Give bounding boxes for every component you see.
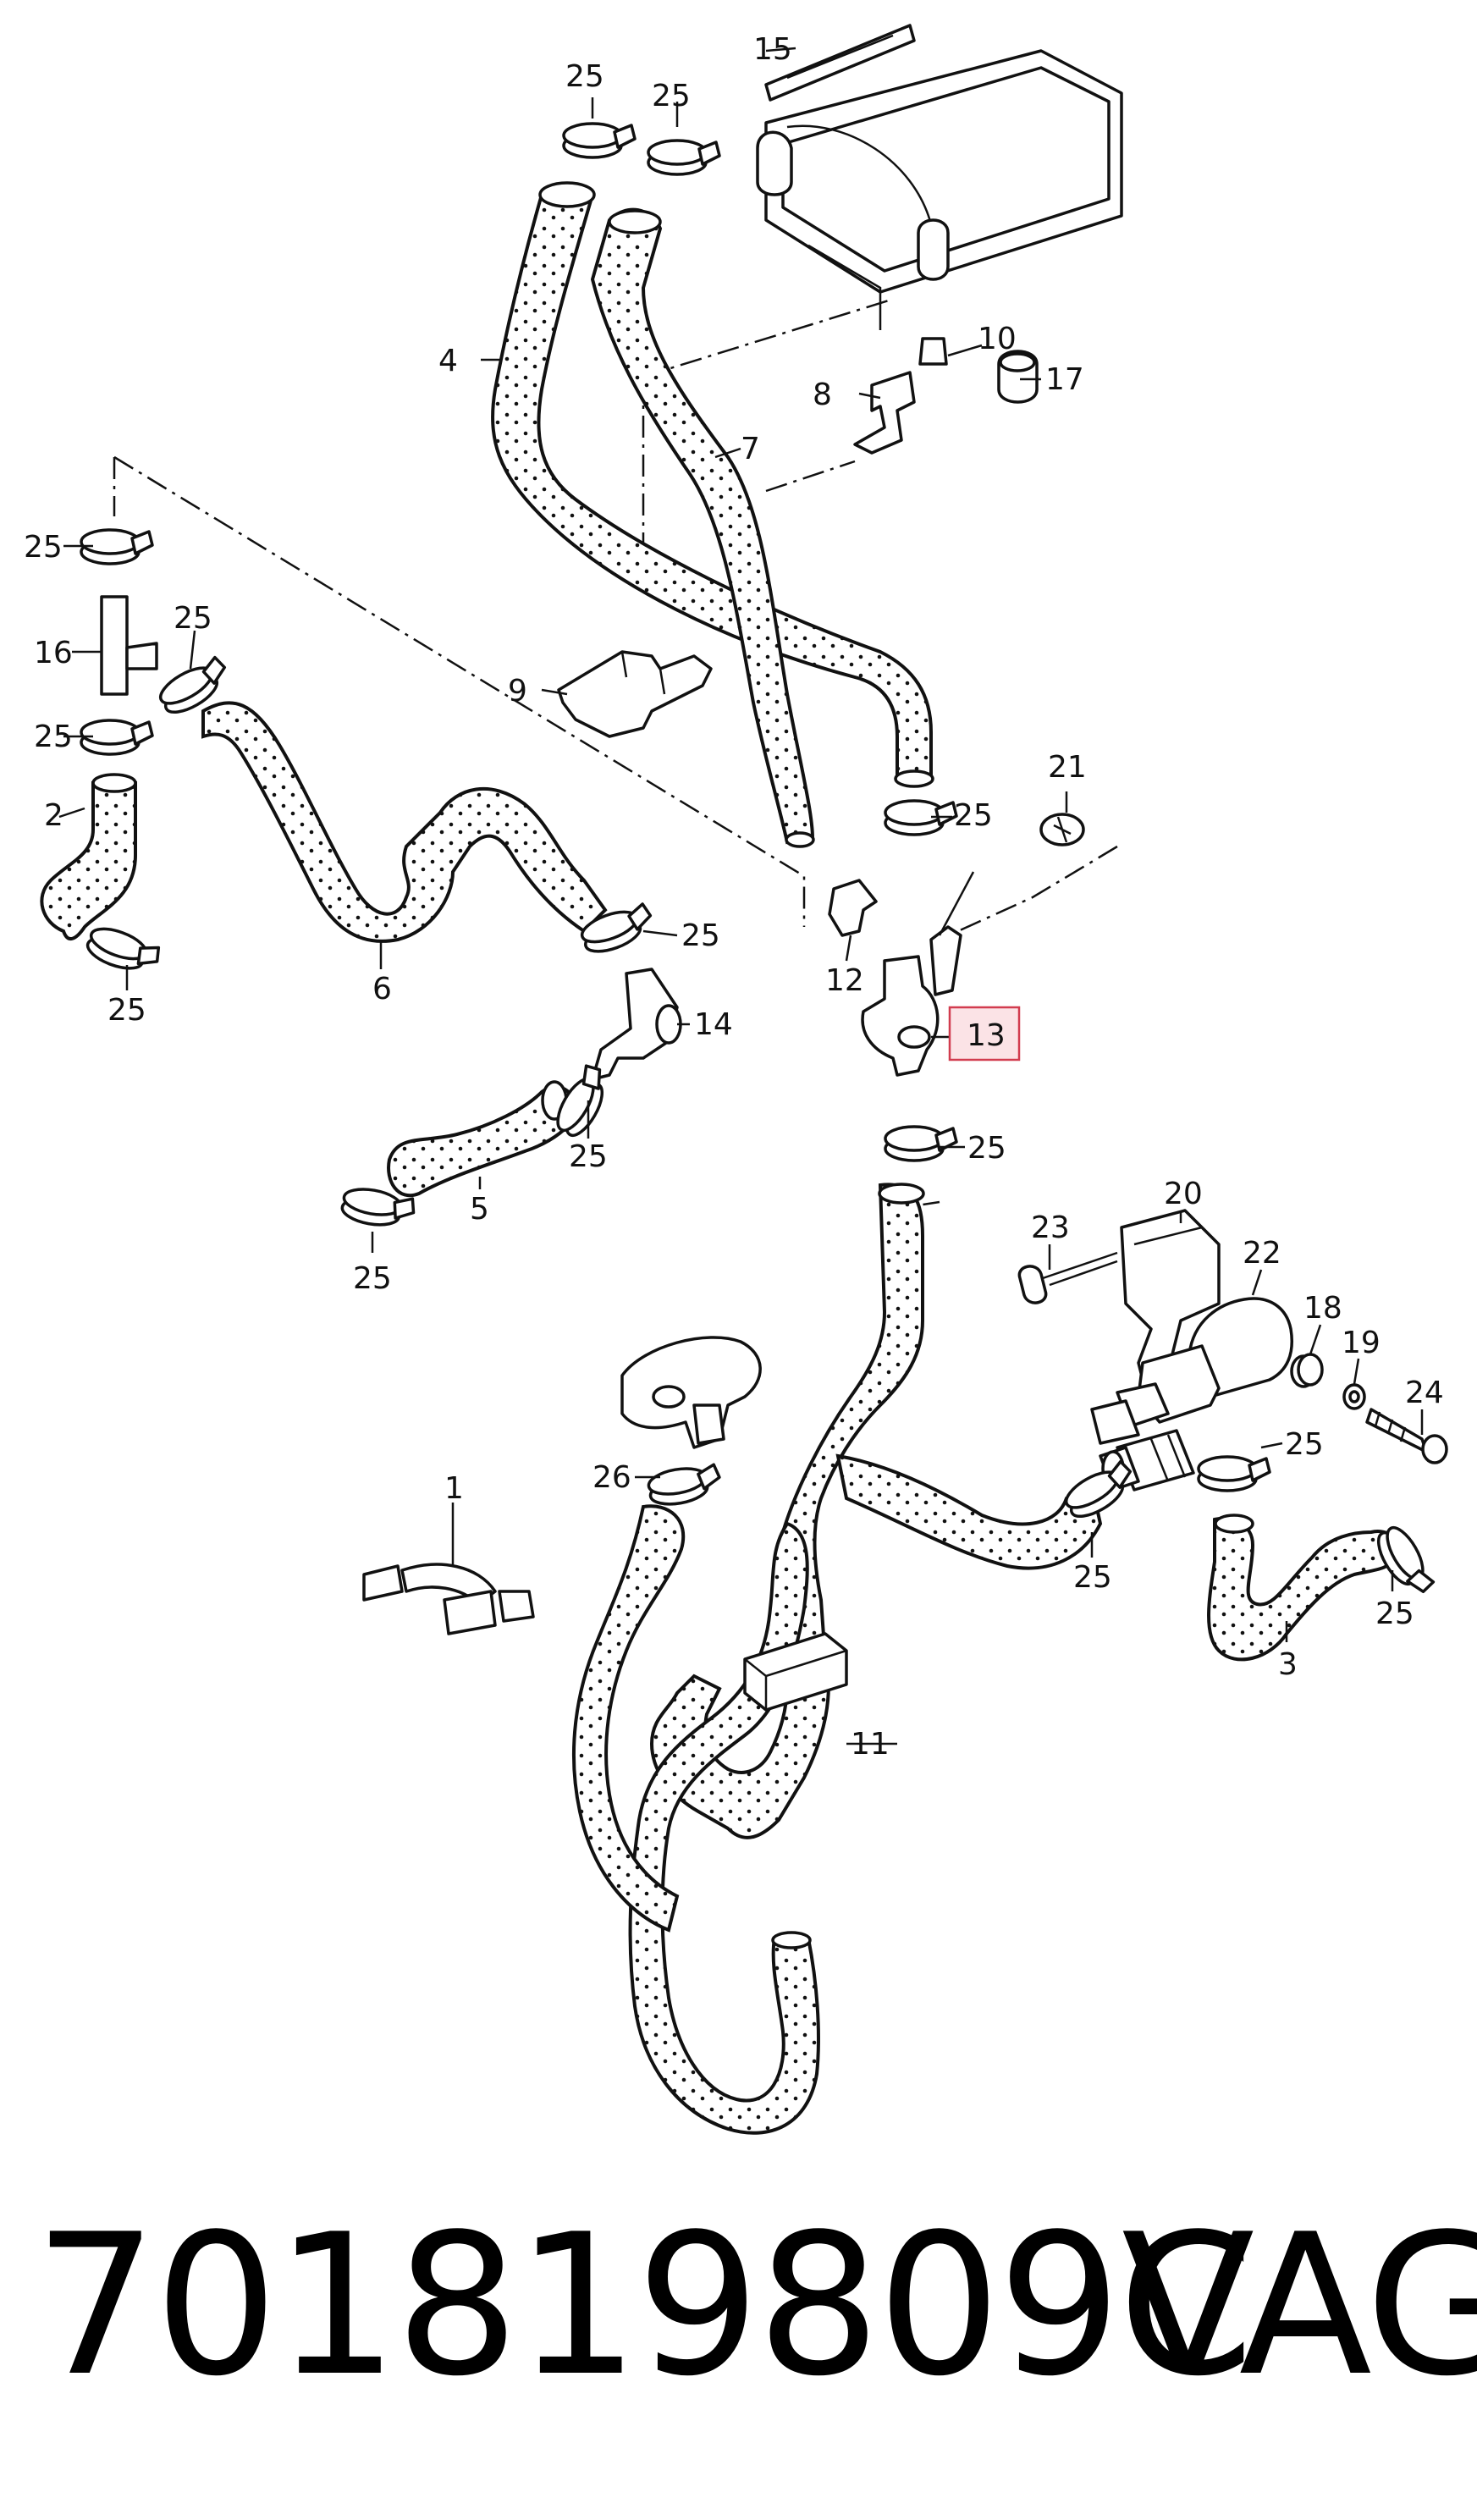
hose-clamp (85, 927, 161, 970)
highlight-box-13 (948, 1006, 1021, 1061)
clip-8 (853, 371, 916, 455)
hose-clamp (158, 655, 227, 714)
callout-13: 13 (967, 1018, 1006, 1053)
valve-13 (861, 871, 975, 1077)
callout-leaders (58, 47, 1424, 1745)
hose-clamp (562, 122, 637, 159)
hose-11 (628, 1183, 1103, 2135)
callout-4: 4 (438, 344, 458, 378)
callout-11: 11 (851, 1727, 890, 1762)
hose-clamp (1376, 1525, 1436, 1594)
callout-22: 22 (1243, 1236, 1281, 1271)
t-piece-16 (100, 595, 158, 696)
callout-2: 2 (44, 798, 63, 833)
strip-15 (764, 24, 916, 102)
hose-clamp (647, 1463, 721, 1506)
callout-7: 7 (741, 432, 760, 466)
callout-labels: 15 25 25 4 10 17 8 7 25 16 25 9 25 2 25 … (24, 32, 1444, 1762)
callout-3: 3 (1278, 1647, 1298, 1682)
callout-25-left-top: 25 (24, 530, 63, 565)
callout-18: 18 (1303, 1291, 1342, 1326)
screw-24 (1365, 1408, 1448, 1464)
callout-20: 20 (1164, 1177, 1203, 1211)
hose-3 (1207, 1514, 1401, 1662)
callout-25-hose5-right: 25 (569, 1139, 608, 1174)
washer-19 (1342, 1383, 1366, 1410)
hose-clamp (1197, 1455, 1271, 1492)
callout-6: 6 (372, 972, 392, 1006)
hose-clamp (580, 902, 653, 953)
callout-17: 17 (1045, 362, 1084, 397)
hose-clamp (647, 139, 721, 176)
clip-1 (362, 1563, 535, 1635)
callout-5: 5 (470, 1192, 489, 1227)
screw-21 (1039, 813, 1085, 846)
hose-clamp (80, 528, 154, 565)
callout-23: 23 (1031, 1210, 1070, 1245)
hose-assembly-diagram: 15 25 25 4 10 17 8 7 25 16 25 9 25 2 25 … (24, 24, 1448, 2135)
callout-10: 10 (978, 322, 1017, 356)
hose-4 (491, 181, 934, 788)
callout-24: 24 (1405, 1376, 1444, 1410)
callout-25-branch: 25 (1073, 1560, 1112, 1595)
hose-clamp (340, 1188, 416, 1227)
callout-25-left-mid: 25 (34, 720, 73, 754)
ring-18 (1290, 1353, 1324, 1388)
brand-label: VAG (1122, 2193, 1477, 2419)
callout-12: 12 (825, 963, 864, 998)
callout-25-top-right: 25 (652, 79, 691, 113)
callout-25-valve-top: 25 (954, 798, 993, 833)
hose-clamp (80, 719, 154, 756)
callout-25-valve-bottom: 25 (967, 1131, 1006, 1166)
hose-clamp (884, 1125, 958, 1162)
callout-19: 19 (1342, 1326, 1381, 1360)
heater-cover-box (756, 49, 1123, 366)
callout-15: 15 (753, 32, 792, 67)
callout-25-left-tee: 25 (174, 601, 212, 636)
hose-clamp (556, 1064, 604, 1138)
callout-26: 26 (592, 1460, 631, 1495)
callout-25-hose6: 25 (681, 918, 720, 953)
callout-25-left-bottom: 25 (107, 993, 146, 1028)
hose-6 (201, 701, 608, 943)
callout-25-hose5-left: 25 (353, 1261, 392, 1296)
hose-7 (590, 207, 815, 848)
bracket-26 (620, 1336, 762, 1449)
connector-14 (591, 968, 682, 1081)
callout-14: 14 (694, 1007, 733, 1042)
hose-clamps (80, 122, 1436, 1594)
hose-clamp (884, 799, 958, 836)
part-number: 701819809C (34, 2193, 1254, 2419)
callout-25-pump: 25 (1285, 1427, 1324, 1462)
callout-25-hose3: 25 (1375, 1596, 1414, 1631)
callout-8: 8 (813, 378, 832, 412)
hose-clamp (1064, 1459, 1133, 1519)
screw-23 (1017, 1251, 1118, 1304)
hose-5 (387, 1080, 578, 1198)
callout-16: 16 (34, 636, 73, 670)
callout-25-top-left: 25 (565, 59, 604, 94)
hose-26 (571, 1504, 686, 1933)
bracket-9 (557, 650, 713, 738)
callout-21: 21 (1048, 750, 1087, 785)
grommet-17 (997, 350, 1039, 404)
callout-1: 1 (444, 1471, 464, 1506)
callout-9: 9 (508, 674, 527, 709)
clip-12 (828, 879, 878, 937)
hose-2 (40, 773, 137, 940)
